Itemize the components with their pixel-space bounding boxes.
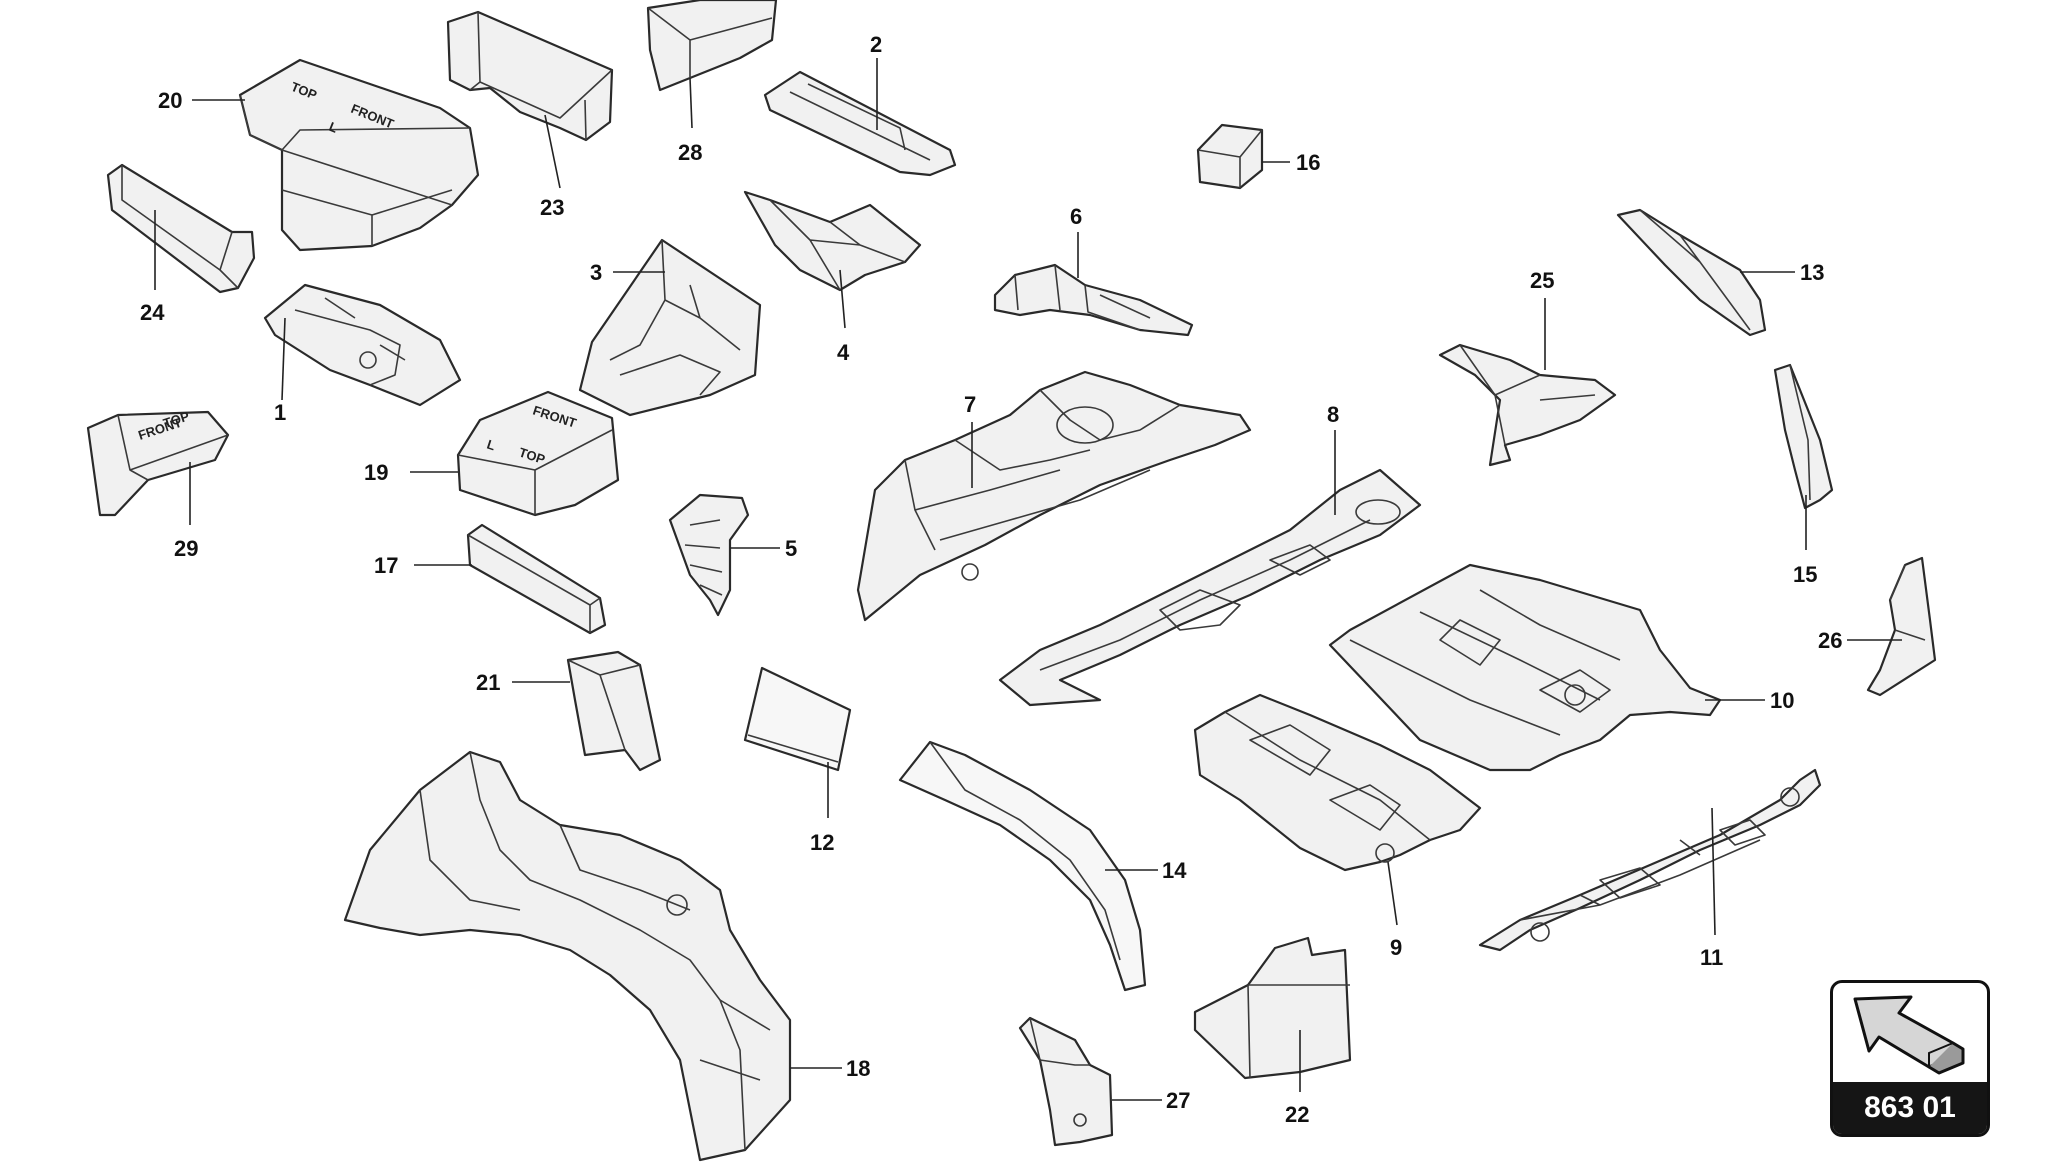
badge-label: 863 01 [1833,1082,1987,1134]
callout-11: 11 [1700,945,1723,970]
callout-1: 1 [274,400,286,425]
callout-18: 18 [846,1056,870,1081]
part-12 [743,666,852,772]
part-15 [1773,363,1834,510]
part-19: FRONT L TOP [456,390,620,517]
part-2 [763,70,957,177]
part-21 [566,650,662,772]
callout-4: 4 [837,340,850,365]
callout-17: 17 [374,553,398,578]
part-9 [1193,693,1482,872]
diagram-reference-badge: 863 01 [1830,980,1990,1137]
callout-21: 21 [476,670,500,695]
part-11 [1478,768,1822,952]
part-6 [993,263,1194,337]
arrow-icon [1853,995,1965,1075]
callout-15: 15 [1793,562,1817,587]
callout-14: 14 [1162,858,1187,883]
part-27 [1018,1016,1114,1147]
part-3 [578,238,762,417]
part-16 [1196,123,1264,190]
callout-2: 2 [870,32,882,57]
part-20: TOP FRONT L [238,58,480,252]
callout-26: 26 [1818,628,1842,653]
part-5 [668,493,750,617]
callout-24: 24 [140,300,165,325]
part-28 [646,0,778,92]
part-24 [106,163,256,294]
callout-8: 8 [1327,402,1339,427]
callout-28: 28 [678,140,702,165]
callout-16: 16 [1296,150,1320,175]
part-25 [1438,343,1617,467]
part-26 [1866,556,1937,697]
callout-27: 27 [1166,1088,1190,1113]
part-4 [743,190,922,292]
callout-6: 6 [1070,204,1082,229]
callout-10: 10 [1770,688,1794,713]
part-29: FRONT TOP [86,408,230,517]
part-18 [343,750,792,1162]
callout-labels: 20 23 28 2 16 24 1 3 4 6 13 25 15 26 7 8… [140,32,1842,1127]
part-22 [1193,936,1352,1080]
callout-23: 23 [540,195,564,220]
callout-20: 20 [158,88,182,113]
part-14 [898,740,1147,992]
callout-3: 3 [590,260,602,285]
part-1 [263,283,462,407]
callout-29: 29 [174,536,198,561]
callout-7: 7 [964,392,976,417]
part-7 [856,370,1252,622]
callout-25: 25 [1530,268,1554,293]
callout-12: 12 [810,830,834,855]
callout-19: 19 [364,460,388,485]
part-17 [466,523,607,635]
callout-13: 13 [1800,260,1824,285]
callout-22: 22 [1285,1102,1309,1127]
part-23 [446,10,614,142]
leader-lines [154,58,1902,1101]
part-10 [1328,563,1722,772]
part-13 [1616,208,1767,337]
part-8 [998,468,1422,707]
callout-9: 9 [1390,935,1402,960]
callout-5: 5 [785,536,797,561]
